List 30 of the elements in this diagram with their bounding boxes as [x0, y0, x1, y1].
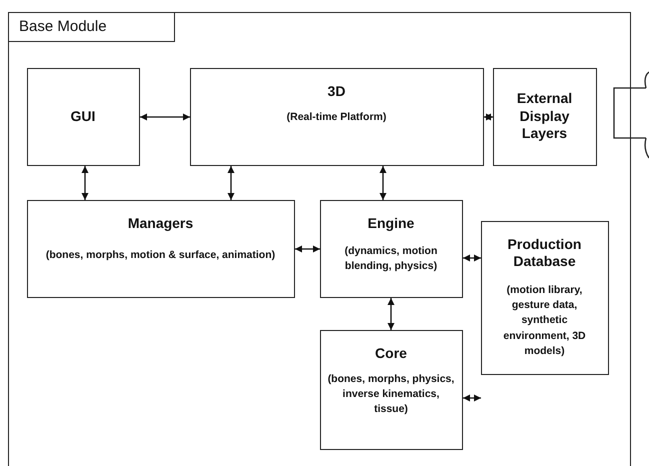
- double-arrow: [484, 114, 493, 120]
- component-title: External Display Layers: [516, 90, 574, 143]
- component-title: Engine: [368, 214, 414, 232]
- component-description: (dynamics, motion blending, physics): [344, 244, 438, 274]
- component-title: GUI: [70, 108, 96, 126]
- component-box: [190, 68, 484, 166]
- component-title: Managers: [128, 214, 194, 232]
- component-description: (bones, morphs, physics, inverse kinematics, tissue): [326, 372, 456, 418]
- component-box: [26, 68, 140, 166]
- double-arrow: [463, 254, 481, 262]
- double-arrow: [140, 114, 190, 120]
- component-title: 3D: [328, 82, 346, 100]
- component-description: (bones, morphs, motion & surface, animation): [46, 248, 276, 263]
- double-arrow: [463, 394, 481, 402]
- double-arrow: [380, 166, 386, 200]
- component-description: (motion library, gesture data, synthetic environment, 3D models): [502, 282, 587, 359]
- component-title: Core: [375, 344, 407, 362]
- double-arrow: [295, 246, 320, 252]
- component-title: Production Database: [506, 236, 582, 271]
- component-box: [492, 68, 596, 166]
- component-description: (Real-time Platform): [286, 110, 386, 125]
- double-arrow: [388, 298, 394, 330]
- double-arrow: [82, 166, 88, 200]
- module-frame: [8, 12, 631, 466]
- component-box: [320, 330, 462, 450]
- double-arrow: [228, 166, 234, 200]
- component-box: [480, 220, 608, 374]
- component-box: [320, 200, 462, 298]
- component-box: [26, 200, 294, 298]
- module-title: Base Module: [9, 13, 175, 42]
